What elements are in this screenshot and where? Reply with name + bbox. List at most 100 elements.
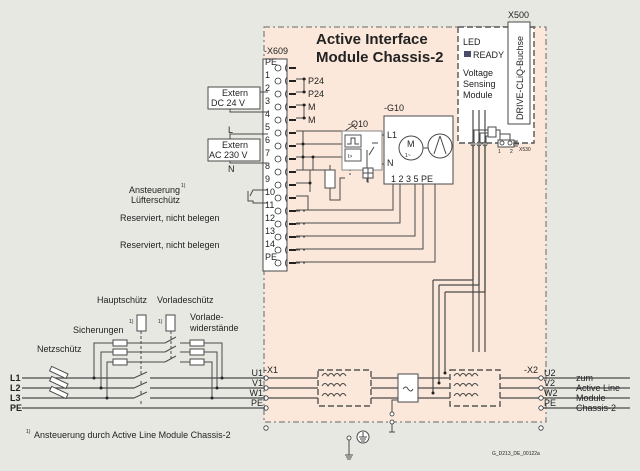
output-reactor — [449, 369, 501, 407]
x609-terminal-1[interactable] — [274, 77, 282, 85]
p24-label-2: P24 — [308, 89, 324, 99]
vorlade-line2: widerstände — [189, 323, 239, 333]
x609-terminal-9[interactable] — [274, 181, 282, 189]
x609-terminal-6[interactable] — [274, 142, 282, 150]
x609-terminal-2[interactable] — [274, 90, 282, 98]
x530-pin2: 2 — [510, 149, 513, 155]
x609-terminal-8-label: 8 — [265, 161, 270, 171]
x609-terminal-12-label: 12 — [265, 213, 275, 223]
svg-text:1~: 1~ — [405, 153, 411, 159]
fan-icon — [427, 133, 453, 159]
x1-label: -X1 — [264, 365, 278, 375]
x609-terminal-2-label: 2 — [265, 83, 270, 93]
sicherungen-label: Sicherungen — [73, 325, 124, 335]
x530-pin1: 1 — [498, 149, 501, 155]
x609-terminal-10-label: 10 — [265, 187, 275, 197]
x609-terminal-15-label: PE — [265, 252, 277, 262]
line-l1: L1 — [10, 373, 21, 383]
x2-label: -X2 — [524, 365, 538, 375]
p24-label-1: P24 — [308, 76, 324, 86]
output-label-2: Active Line — [576, 383, 620, 393]
x609-terminal-7[interactable] — [274, 155, 282, 163]
fan-control-line2: Lüfterschütz — [131, 195, 181, 205]
drive-cliq-socket — [507, 21, 531, 125]
g10-label: -G10 — [384, 103, 404, 113]
fan-contactor-coil — [324, 169, 336, 189]
reserved-label-2: Reserviert, nicht belegen — [120, 240, 220, 250]
x1-label-w1: W1 — [250, 388, 264, 398]
x609-terminal-1-label: 1 — [265, 70, 270, 80]
vorladeschuetz-coil — [165, 314, 176, 332]
x2-terminal-w2[interactable] — [538, 395, 544, 401]
led-label: LED — [463, 37, 481, 47]
x609-terminal-0-label: PE — [265, 57, 277, 67]
x609-label: -X609 — [264, 46, 288, 56]
module-border — [263, 26, 547, 423]
x609-terminal-8[interactable] — [274, 168, 282, 176]
line-pe: PE — [10, 403, 22, 413]
g10-pins: 1 2 3 5 PE — [391, 174, 433, 184]
figure-id: G_D213_DE_00122a — [492, 451, 540, 457]
x609-terminal-4-label: 4 — [265, 109, 270, 119]
extern-dc-box — [207, 86, 261, 110]
x609-terminal-11-label: 11 — [265, 200, 274, 210]
x2-label-v2: V2 — [544, 378, 555, 388]
q10-breaker — [341, 130, 383, 171]
x2-terminal-pe[interactable] — [538, 405, 544, 411]
hauptschuetz-label: Hauptschütz — [97, 295, 148, 305]
x2-label-pe: PE — [544, 398, 556, 408]
extern-ac-line2: AC 230 V — [209, 150, 248, 160]
hauptschuetz-coil — [136, 314, 147, 332]
netzschuetz-label: Netzschütz — [37, 344, 82, 354]
output-label-4: Chassis-2 — [576, 403, 616, 413]
m-label-2: M — [308, 115, 316, 125]
svg-text:1): 1) — [129, 319, 134, 325]
extern-ac-n: N — [228, 164, 235, 174]
x500-label: X500 — [508, 10, 529, 20]
module-title-line2: Module Chassis-2 — [316, 49, 444, 66]
ready-label: READY — [473, 50, 504, 60]
extern-dc-line2: DC 24 V — [211, 98, 245, 108]
x2-terminal-u2[interactable] — [538, 375, 544, 381]
x609-terminal-0[interactable] — [274, 64, 282, 72]
x609-terminal-5[interactable] — [274, 129, 282, 137]
x1-label-v1: V1 — [252, 378, 263, 388]
x609-terminal-14[interactable] — [274, 246, 282, 254]
x2-terminal-v2[interactable] — [538, 385, 544, 391]
x609-terminal-3[interactable] — [274, 103, 282, 111]
g10-n: N — [387, 158, 394, 168]
extern-ac-line1: Extern — [222, 140, 248, 150]
output-label-1: zum — [576, 373, 593, 383]
footnote-mark: 1) — [26, 429, 31, 435]
svg-text:M: M — [407, 139, 415, 149]
fuse-1 — [112, 339, 128, 347]
netzschuetz-fuses — [48, 365, 69, 400]
vsm-line2: Sensing — [463, 79, 496, 89]
g10-l1: L1 — [387, 130, 397, 140]
voltage-sensing-module: LED READY Voltage Sensing Module DRIVE-C… — [457, 10, 535, 155]
precharge-resistor-3 — [189, 358, 205, 366]
x609-terminal-3-label: 3 — [265, 96, 270, 106]
x1-label-pe: PE — [251, 398, 263, 408]
fuse-2 — [112, 348, 128, 356]
x609-terminal-13-label: 13 — [265, 226, 275, 236]
x609-terminal-15[interactable] — [274, 259, 282, 267]
x609-terminal-11[interactable] — [274, 207, 282, 215]
extern-ac-box — [207, 138, 261, 162]
x609-terminal-5-label: 5 — [265, 122, 270, 132]
x609-terminal-13[interactable] — [274, 233, 282, 241]
precharge-resistor-1 — [189, 339, 205, 347]
x609-terminal-4[interactable] — [274, 116, 282, 124]
x2-label-u2: U2 — [544, 368, 556, 378]
x609-terminal-10[interactable] — [274, 194, 282, 202]
x609-terminal-12[interactable] — [274, 220, 282, 228]
precharge-resistor-2 — [189, 348, 205, 356]
extern-ac-l: L — [228, 125, 233, 135]
drive-cliq-label: DRIVE-CLiQ-Buchse — [515, 36, 525, 120]
q10-label: -Q10 — [348, 119, 368, 129]
x609-terminal-7-label: 7 — [265, 148, 270, 158]
x1-label-u1: U1 — [251, 368, 263, 378]
vsm-line1: Voltage — [463, 68, 493, 78]
reserved-label-1: Reserviert, nicht belegen — [120, 213, 220, 223]
